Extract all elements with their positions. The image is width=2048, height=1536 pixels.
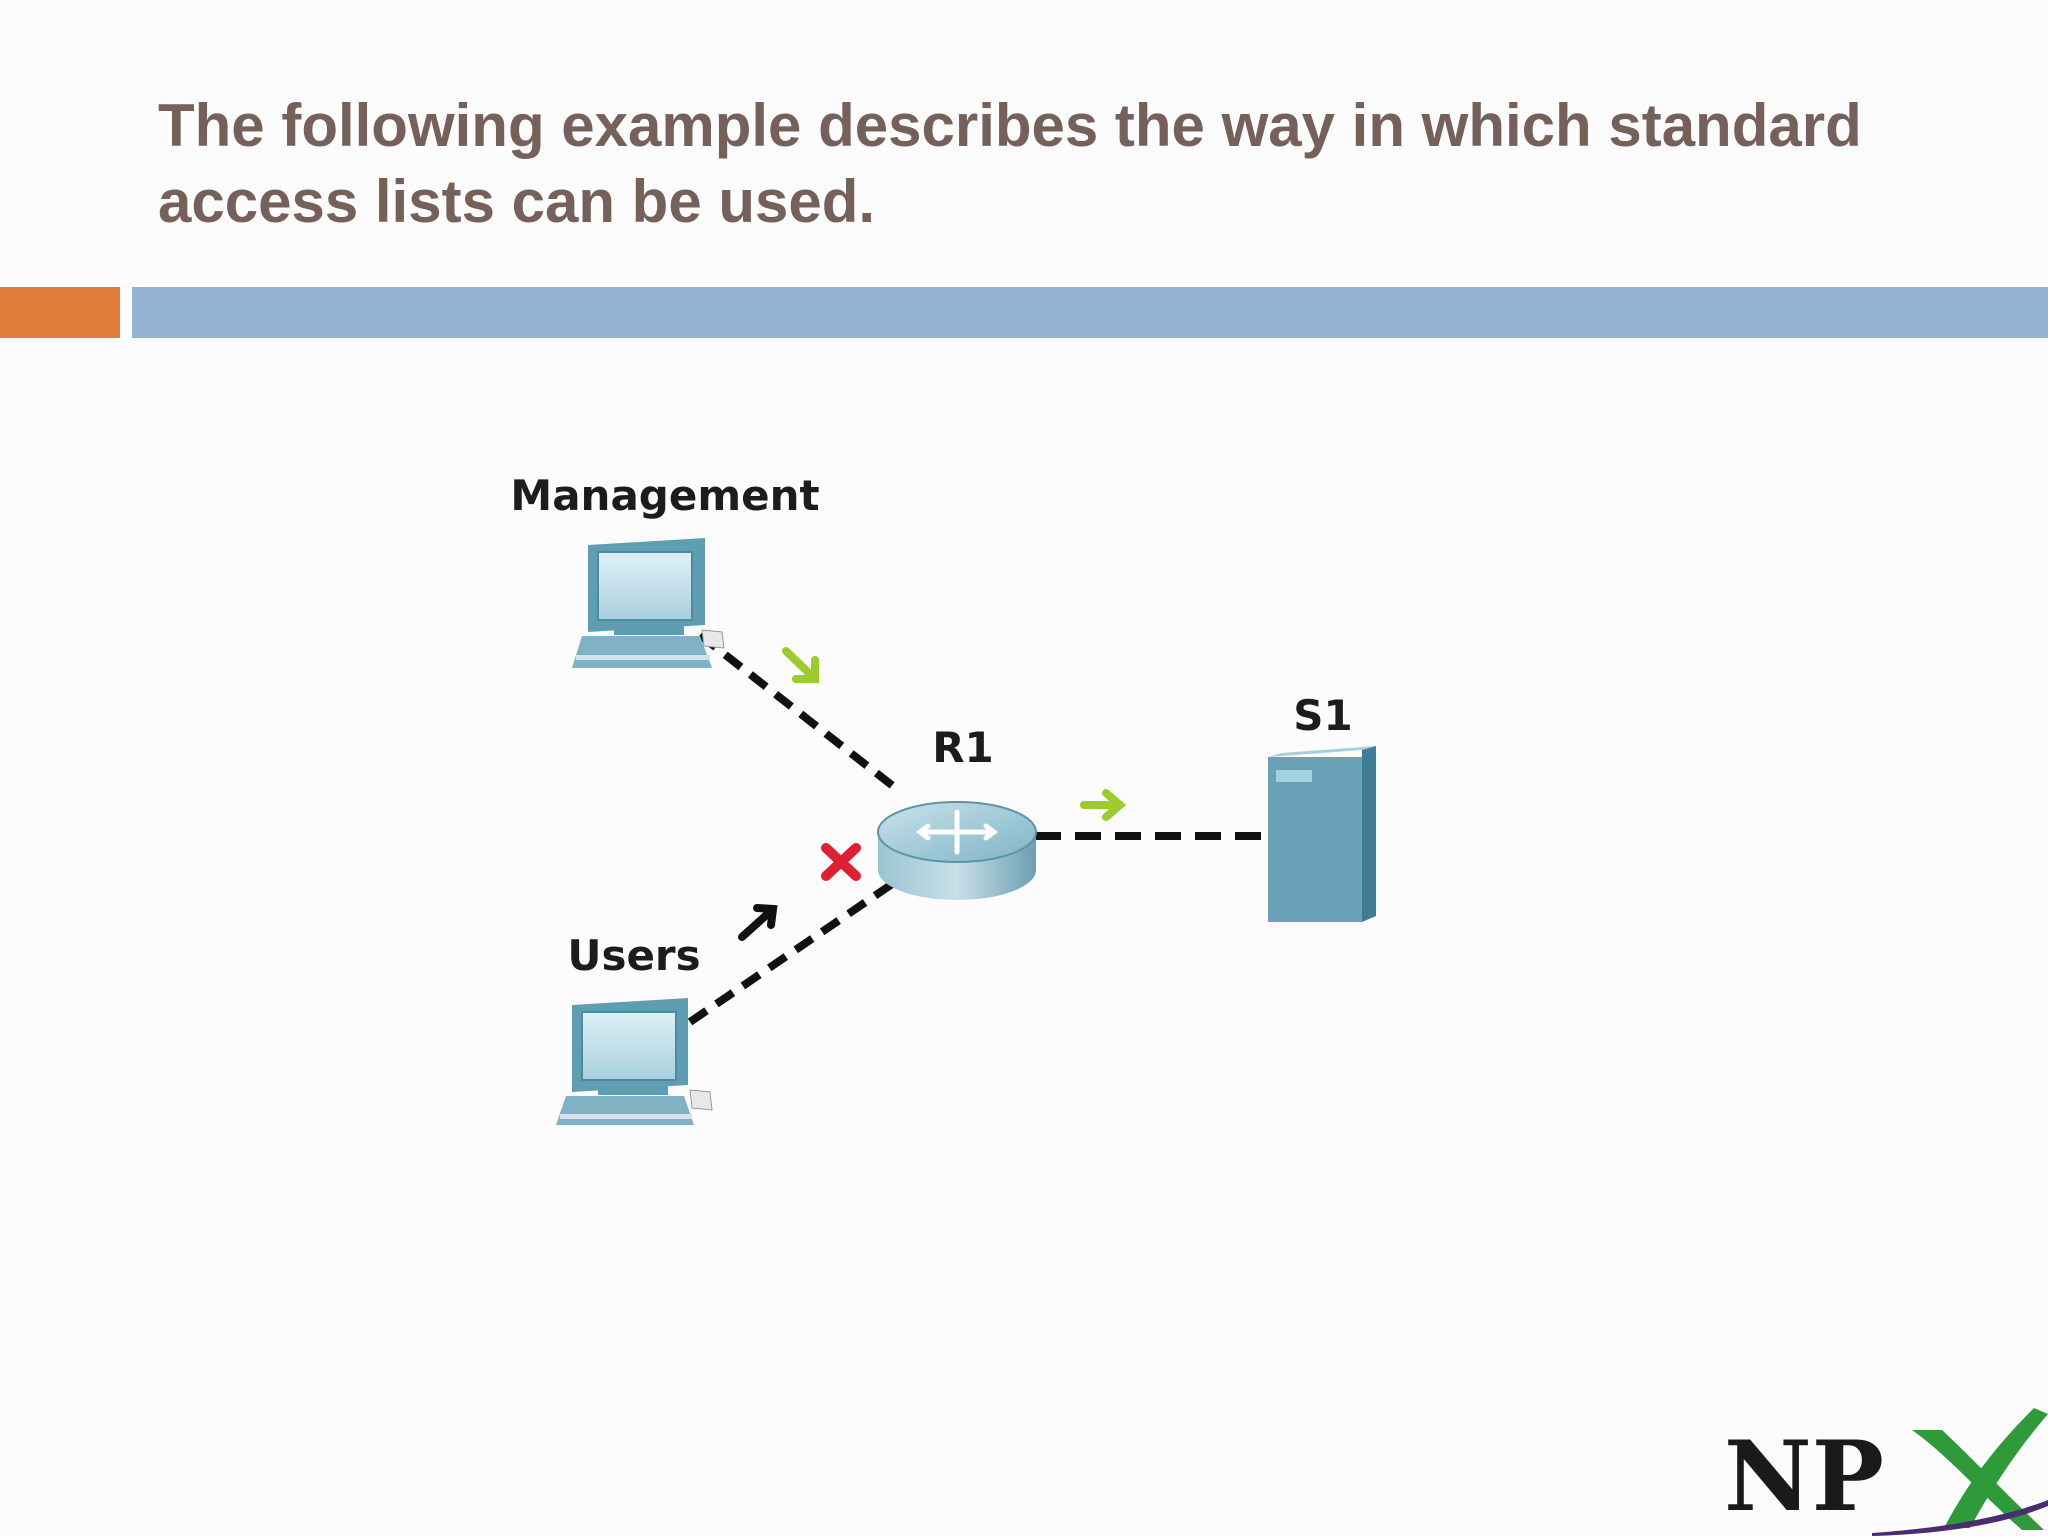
svg-text:NP: NP [1724, 1420, 1884, 1533]
server-label: S1 [1293, 691, 1352, 740]
traffic-arrow-icon [738, 904, 778, 941]
permit-arrow-icon [782, 647, 819, 683]
router-label: R1 [932, 723, 994, 772]
users-pc-icon [556, 998, 713, 1125]
link-users-r1 [687, 876, 901, 1026]
slide-title: The following example describes the way … [158, 92, 1862, 235]
users-label: Users [567, 931, 700, 980]
management-label: Management [510, 471, 819, 520]
deny-x-icon [821, 843, 861, 881]
accent-bar-orange [0, 287, 120, 338]
management-pc-icon [572, 538, 725, 668]
npx-logo: NP [1724, 1408, 2048, 1536]
permit-arrow-icon [1080, 789, 1127, 821]
accent-bar-blue [132, 287, 2048, 338]
router-icon [877, 801, 1037, 900]
server-icon [1268, 746, 1376, 922]
link-management-r1 [697, 631, 901, 794]
